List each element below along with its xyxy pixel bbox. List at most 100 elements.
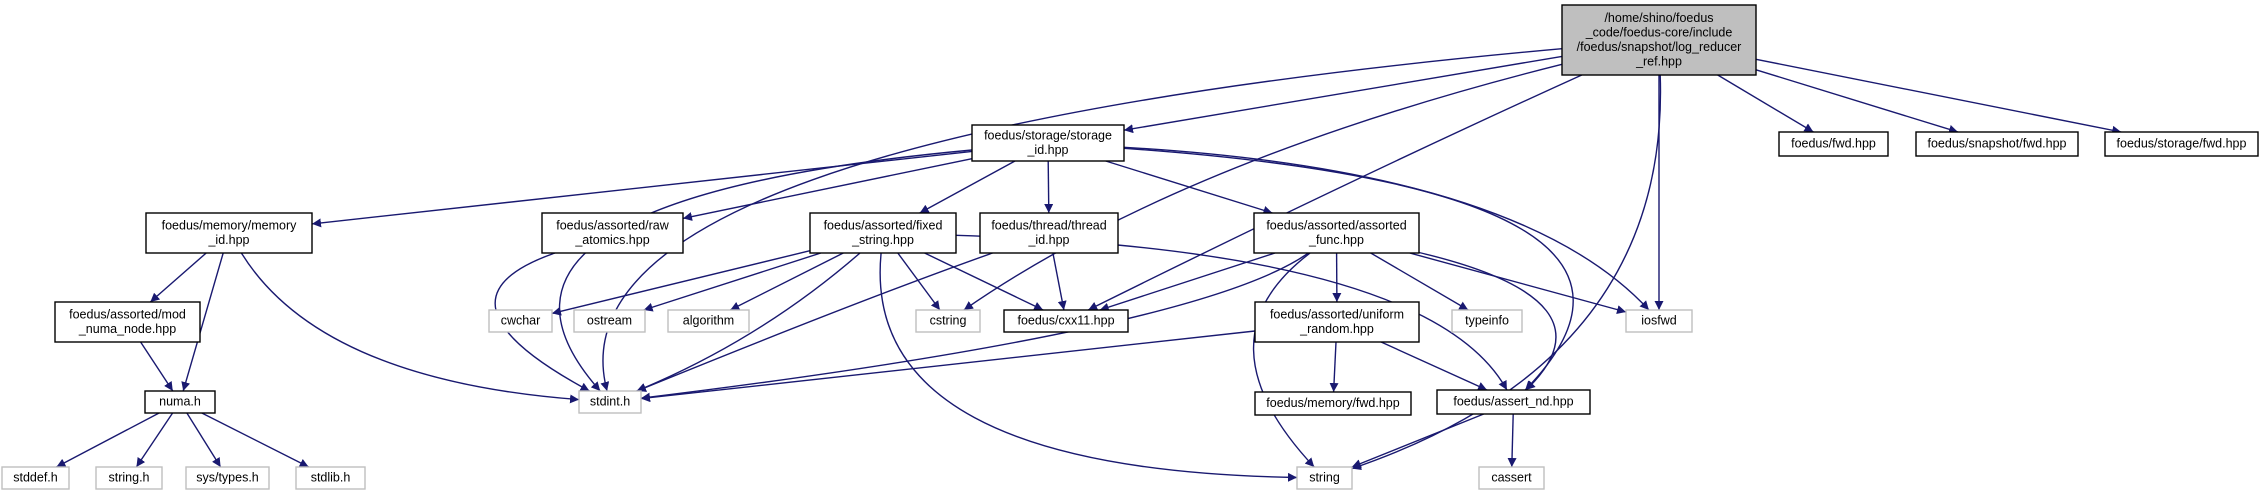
edge-root-to-cstring <box>963 63 1563 311</box>
node-uniform-random[interactable]: foedus/assorted/uniform_random.hpp <box>1254 301 1420 343</box>
edge-uniform-random-to-stdint <box>640 330 1256 403</box>
nodes-layer: /home/shino/foedus_code/foedus-core/incl… <box>1 4 2259 490</box>
node-label-line: sys/types.h <box>196 471 259 485</box>
node-box <box>541 212 684 254</box>
node-label-line: typeinfo <box>1465 314 1509 328</box>
node-label-line: /home/shino/foedus <box>1604 11 1713 25</box>
edge-root-to-fwd <box>1717 74 1814 133</box>
edge-storage-id-to-assorted-func <box>1105 160 1273 215</box>
node-cstring: cstring <box>915 309 981 333</box>
edge-assorted-func-to-typeinfo <box>1370 252 1469 311</box>
edge-root-to-snapshot-fwd <box>1755 69 1959 134</box>
node-storage-id[interactable]: foedus/storage/storage_id.hpp <box>971 124 1125 162</box>
node-box <box>185 466 270 490</box>
edge-root-to-cxx11 <box>1087 74 1583 311</box>
edge-fixed-string-to-stdint <box>636 252 861 392</box>
node-fixed-string[interactable]: foedus/assorted/fixed_string.hpp <box>809 212 957 254</box>
node-label-line: foedus/storage/fwd.hpp <box>2117 137 2247 151</box>
node-algorithm: algorithm <box>667 309 750 333</box>
node-box <box>1478 466 1545 490</box>
node-label-line: stdint.h <box>590 395 630 409</box>
edge-storage-id-to-thread-id <box>1044 160 1054 214</box>
node-mod-numa[interactable]: foedus/assorted/mod_numa_node.hpp <box>54 301 201 343</box>
node-label-line: ostream <box>587 314 632 328</box>
node-sys-types: sys/types.h <box>185 466 270 490</box>
node-label-line: _numa_node.hpp <box>78 322 176 336</box>
edge-memory-id-to-stdint <box>240 252 580 404</box>
node-box <box>1254 301 1420 343</box>
node-cassert: cassert <box>1478 466 1545 490</box>
node-label-line: stdlib.h <box>311 471 351 485</box>
node-assert-nd[interactable]: foedus/assert_nd.hpp <box>1436 389 1591 415</box>
node-box <box>1451 309 1523 333</box>
node-label-line: _code/foedus-core/include <box>1585 25 1733 39</box>
node-label-line: _string.hpp <box>851 233 914 247</box>
node-label-line: foedus/assorted/fixed <box>824 218 943 232</box>
node-numa[interactable]: numa.h <box>144 390 216 414</box>
node-label-line: foedus/assert_nd.hpp <box>1453 395 1573 409</box>
node-label-line: cassert <box>1491 471 1532 485</box>
node-box <box>979 212 1119 254</box>
node-string-h: string.h <box>95 466 163 490</box>
node-label-line: _id.hpp <box>1027 233 1069 247</box>
node-storage-fwd[interactable]: foedus/storage/fwd.hpp <box>2104 131 2259 157</box>
node-label-line: foedus/memory/memory <box>162 218 298 232</box>
node-label-line: foedus/assorted/assorted <box>1266 218 1406 232</box>
node-box <box>144 390 216 414</box>
edge-assorted-func-to-string <box>1252 252 1315 468</box>
node-box <box>1 466 70 490</box>
node-label-line: foedus/snapshot/fwd.hpp <box>1928 137 2067 151</box>
edge-storage-id-to-fixed-string <box>919 160 1016 214</box>
node-box <box>1003 309 1129 333</box>
edge-assorted-func-to-cxx11 <box>1099 252 1276 312</box>
node-box <box>95 466 163 490</box>
node-label-line: foedus/assorted/raw <box>556 218 670 232</box>
node-ostream: ostream <box>573 309 646 333</box>
node-cxx11[interactable]: foedus/cxx11.hpp <box>1003 309 1129 333</box>
edge-storage-id-to-assert-nd <box>1123 147 1574 391</box>
edge-numa-to-string-h <box>135 412 174 468</box>
edge-memory-id-to-numa <box>181 252 224 392</box>
node-box <box>573 309 646 333</box>
edge-root-to-storage-id <box>1123 55 1563 134</box>
node-fwd[interactable]: foedus/fwd.hpp <box>1778 131 1889 157</box>
node-stdint: stdint.h <box>578 390 642 414</box>
node-label-line: /foedus/snapshot/log_reducer <box>1577 40 1742 54</box>
node-raw-atomics[interactable]: foedus/assorted/raw_atomics.hpp <box>541 212 684 254</box>
node-label-line: algorithm <box>683 314 734 328</box>
node-label-line: foedus/cxx11.hpp <box>1017 314 1114 328</box>
node-memory-id[interactable]: foedus/memory/memory_id.hpp <box>145 212 313 254</box>
node-label-line: foedus/assorted/mod <box>69 307 186 321</box>
edges-layer <box>56 48 2122 482</box>
node-label-line: string <box>1309 471 1340 485</box>
node-label-line: _func.hpp <box>1308 233 1364 247</box>
node-string: string <box>1296 466 1353 490</box>
node-box <box>295 466 366 490</box>
node-thread-id[interactable]: foedus/thread/thread_id.hpp <box>979 212 1119 254</box>
node-label-line: _ref.hpp <box>1635 54 1682 68</box>
node-label-line: cwchar <box>501 314 541 328</box>
edge-root-to-string <box>1351 74 1662 470</box>
edge-assert-nd-to-string <box>1351 413 1484 468</box>
node-label-line: foedus/thread/thread <box>991 218 1106 232</box>
edge-thread-id-to-stdint <box>636 252 993 392</box>
node-label-line: foedus/storage/storage <box>984 128 1112 142</box>
node-box <box>578 390 642 414</box>
edge-fixed-string-to-algorithm <box>729 252 844 311</box>
node-box <box>915 309 981 333</box>
edge-assorted-func-to-assert-nd <box>1418 251 1557 391</box>
edge-thread-id-to-cxx11 <box>1052 252 1067 311</box>
edge-fixed-string-to-cwchar <box>551 250 811 316</box>
node-assorted-func[interactable]: foedus/assorted/assorted_func.hpp <box>1253 212 1420 254</box>
node-stddef: stddef.h <box>1 466 70 490</box>
node-label-line: foedus/assorted/uniform <box>1270 307 1404 321</box>
edge-storage-id-to-memory-id <box>311 150 973 228</box>
edge-uniform-random-to-assert-nd <box>1380 341 1488 391</box>
node-snapshot-fwd[interactable]: foedus/snapshot/fwd.hpp <box>1915 131 2079 157</box>
edge-uniform-random-to-memory-fwd <box>1329 341 1339 393</box>
node-stdlib: stdlib.h <box>295 466 366 490</box>
node-memory-fwd[interactable]: foedus/memory/fwd.hpp <box>1254 391 1412 416</box>
node-box <box>1296 466 1353 490</box>
edge-memory-id-to-mod-numa <box>149 252 207 303</box>
node-cwchar: cwchar <box>488 309 553 333</box>
